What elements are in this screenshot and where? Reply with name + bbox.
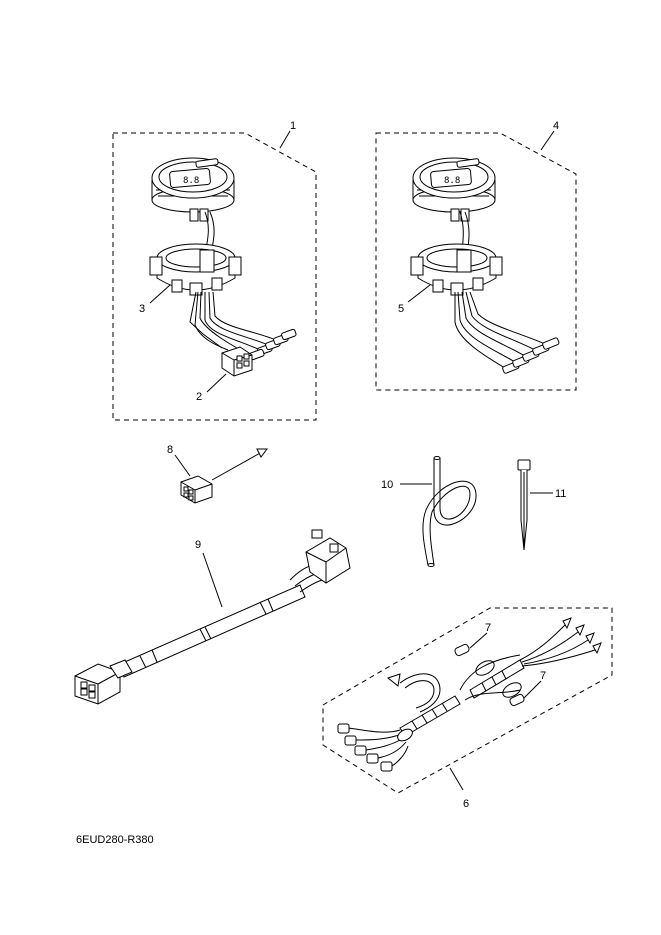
mounting-nut-5 <box>410 243 503 296</box>
meter-4-gauge: 8.8 <box>412 157 496 222</box>
meter-1-leads <box>189 291 277 357</box>
callout-5: 5 <box>398 303 404 315</box>
assembly-4-dashed-boundary <box>375 132 577 391</box>
part-7-caps <box>454 643 525 707</box>
cable-tie-11 <box>517 459 531 551</box>
coupler-2 <box>221 346 253 377</box>
meter-1-terminals <box>249 328 297 361</box>
harness-9-leader-line <box>202 552 223 608</box>
svg-text:8.8: 8.8 <box>183 176 199 186</box>
meter-1-gauge: 8.8 <box>151 157 235 222</box>
coupler-8-direction-arrow <box>174 448 268 481</box>
callout-7a: 7 <box>485 622 491 634</box>
meter-4-leads <box>454 291 546 369</box>
callout-8: 8 <box>167 444 173 456</box>
diagram-code: 6EUD280-R380 <box>76 834 154 846</box>
sub-harness-6 <box>337 617 602 772</box>
callout-1: 1 <box>290 120 296 132</box>
callout-7b: 7 <box>540 670 546 682</box>
assembly-6-dashed-boundary <box>322 607 613 794</box>
coupler-8 <box>180 475 213 504</box>
callout-2: 2 <box>196 391 202 403</box>
tube-10 <box>422 456 477 567</box>
callout-4: 4 <box>553 120 559 132</box>
assembly-1-leader-lines <box>149 130 291 393</box>
svg-text:8.8: 8.8 <box>444 176 460 186</box>
callout-6: 6 <box>463 798 469 810</box>
assembly-6-leader-lines <box>449 632 542 791</box>
meter-4-terminals <box>502 337 560 374</box>
mounting-nut-3 <box>149 243 242 296</box>
callout-3: 3 <box>139 303 145 315</box>
callout-9: 9 <box>195 539 201 551</box>
callout-11: 11 <box>555 488 566 500</box>
callout-10: 10 <box>381 479 393 491</box>
extension-harness-9 <box>74 529 351 705</box>
assembly-4-leader-lines <box>407 130 555 303</box>
assembly-1-dashed-boundary <box>112 132 317 421</box>
